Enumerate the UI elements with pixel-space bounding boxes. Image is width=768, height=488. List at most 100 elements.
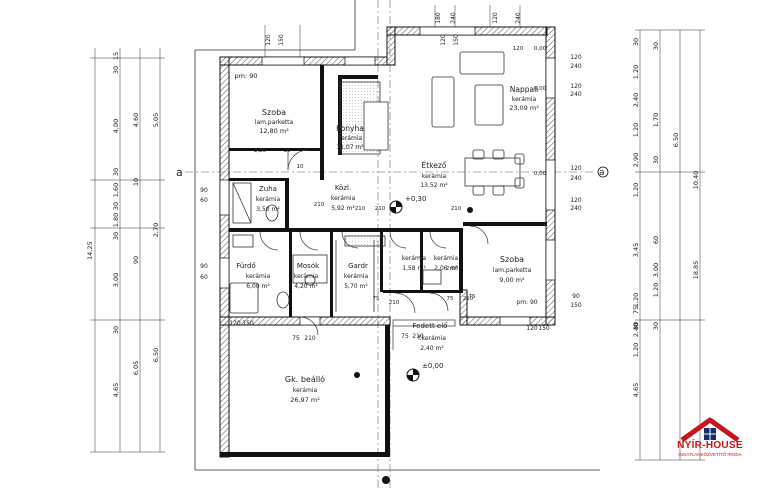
- room-mosokonyha: Mosók kerámia 4,20 m²: [294, 262, 320, 290]
- doors: [259, 149, 489, 336]
- dim-left-outer-9: 30: [112, 326, 120, 334]
- svg-text:13,52 m²: 13,52 m²: [420, 182, 448, 189]
- dim-inner-6: 0,00: [534, 46, 547, 52]
- dim-left-totals-1: 2,70: [152, 223, 160, 237]
- svg-text:Fürdő: Fürdő: [236, 261, 256, 270]
- level-lower-label: ±0,00: [422, 362, 443, 370]
- site-boundary: [194, 0, 600, 471]
- dim-top-2: 180: [435, 12, 442, 24]
- dim-doors-11: 150: [242, 320, 254, 327]
- level-upper-label: +0,30: [405, 195, 426, 203]
- svg-text:kerámia: kerámia: [434, 255, 459, 262]
- svg-text:kerámia: kerámia: [512, 96, 537, 103]
- dim-left-outer-1: 30: [112, 66, 120, 74]
- svg-text:kerámia: kerámia: [338, 135, 363, 142]
- dimension-lines-top: [264, 5, 521, 57]
- section-marker-left: a: [176, 166, 183, 179]
- svg-text:4,20 m²: 4,20 m²: [294, 283, 318, 290]
- svg-text:a: a: [599, 168, 605, 178]
- room-furdo: Fürdő kerámia 6,00 m²: [236, 261, 270, 290]
- dim-right-outer-5: 1,20: [632, 183, 640, 197]
- dim-left-inner-3: 6,05: [132, 361, 140, 375]
- dim-right-inner-6: 30: [652, 322, 660, 330]
- dim-right-outer-0: 30: [632, 38, 640, 46]
- room-konyha: Konyha kerámia 11,07 m²: [336, 124, 364, 151]
- dim-inner-10: 210: [451, 206, 462, 212]
- room-szoba-2: Szoba lam.parketta 9,00 m² pm: 90: [493, 255, 538, 306]
- svg-text:kerámia: kerámia: [402, 255, 427, 262]
- dim-doors-2: 90: [200, 263, 208, 270]
- dim-right-outer-12: 4,65: [632, 383, 640, 397]
- room-kamra: kerámia 1,58 m²: [402, 255, 427, 272]
- dim-inner-15: 2,00: [446, 266, 459, 272]
- section-marker-right: a: [597, 166, 609, 178]
- svg-text:kerámia: kerámia: [422, 173, 447, 180]
- dim-doors-0: 90: [200, 187, 208, 194]
- dim-left-outer-7: 30: [112, 232, 120, 240]
- svg-text:kerámia: kerámia: [294, 273, 319, 280]
- dim-inner-11: 75: [373, 296, 380, 302]
- dim-right-totals-1: 10,40: [692, 171, 700, 190]
- dim-inner-5: 210: [375, 206, 386, 212]
- dimension-text-left-totals: 5,052,706,50: [152, 113, 160, 362]
- dim-openings-1: 240: [570, 63, 582, 70]
- dim-openings-6: 120: [570, 197, 582, 204]
- svg-text:Zuha: Zuha: [259, 185, 277, 193]
- dim-openings-7: 240: [570, 205, 582, 212]
- column-markers: [354, 207, 473, 484]
- svg-text:2,40 m²: 2,40 m²: [420, 345, 444, 352]
- dim-top-4: 120: [492, 12, 499, 24]
- room-wc: kerámia 2,06 m²: [434, 255, 459, 272]
- svg-text:9,00 m²: 9,00 m²: [499, 276, 525, 284]
- svg-text:a: a: [176, 166, 183, 179]
- dim-left-outer-8: 3,00: [112, 273, 120, 287]
- dim-inner-8: 0,00: [534, 171, 547, 177]
- dim-left-outer-2: 4,00: [112, 119, 120, 133]
- dimension-lines-left: [90, 48, 165, 453]
- dim-right-outer-7: 1,20: [632, 293, 640, 307]
- dim-inner-2: 10: [297, 164, 304, 170]
- dim-inner-3: 210: [314, 202, 325, 208]
- dim-inner-13: 75: [447, 296, 454, 302]
- dim-right-outer-2: 2,40: [632, 93, 640, 107]
- svg-text:6,00 m²: 6,00 m²: [246, 283, 270, 290]
- dim-openings-2: 120: [570, 83, 582, 90]
- svg-text:Gardr: Gardr: [348, 262, 368, 270]
- svg-text:14,25: 14,25: [86, 241, 94, 260]
- dim-right-inner-2: 30: [652, 156, 660, 164]
- dim-left-outer-0: 15: [112, 52, 120, 60]
- dim-doors-3: 60: [200, 274, 208, 281]
- dim-left-totals-2: 6,50: [152, 348, 160, 362]
- svg-text:kerámia: kerámia: [256, 196, 281, 203]
- dim-left-outer-6: 1,80: [112, 213, 120, 227]
- dim-top-7: 150: [453, 34, 460, 46]
- svg-text:11,07 m²: 11,07 m²: [336, 144, 364, 151]
- dim-right-outer-6: 3,45: [632, 243, 640, 257]
- svg-text:Fedett elő: Fedett elő: [413, 321, 448, 330]
- dim-right-totals-0: 6,50: [672, 133, 680, 147]
- svg-text:12,80 m²: 12,80 m²: [259, 127, 289, 135]
- room-garazs: Gk. beálló kerámia 26,97 m²: [285, 374, 325, 404]
- dim-top-6: 120: [440, 34, 447, 46]
- dim-inner-14: 210: [463, 296, 474, 302]
- dim-doors-4: 75: [292, 335, 300, 342]
- dim-left-outer-10: 4,65: [112, 383, 120, 397]
- svg-text:Konyha: Konyha: [336, 124, 364, 133]
- room-nappali: Nappali kerámia 23,09 m²: [509, 85, 539, 112]
- dim-right-inner-3: 60: [652, 236, 660, 244]
- dim-inner-4: 210: [355, 206, 366, 212]
- dim-top-5: 240: [515, 12, 522, 24]
- dim-right-inner-4: 3,00: [652, 263, 660, 277]
- svg-text:pm: 90: pm: 90: [235, 72, 258, 80]
- dim-right-outer-10: 75: [632, 306, 640, 314]
- room-zuhany: Zuha kerámia 3,50 m²: [256, 185, 281, 213]
- svg-text:5,92 m²: 5,92 m²: [331, 205, 355, 212]
- svg-text:Étkező: Étkező: [422, 161, 447, 170]
- windows: [219, 26, 556, 326]
